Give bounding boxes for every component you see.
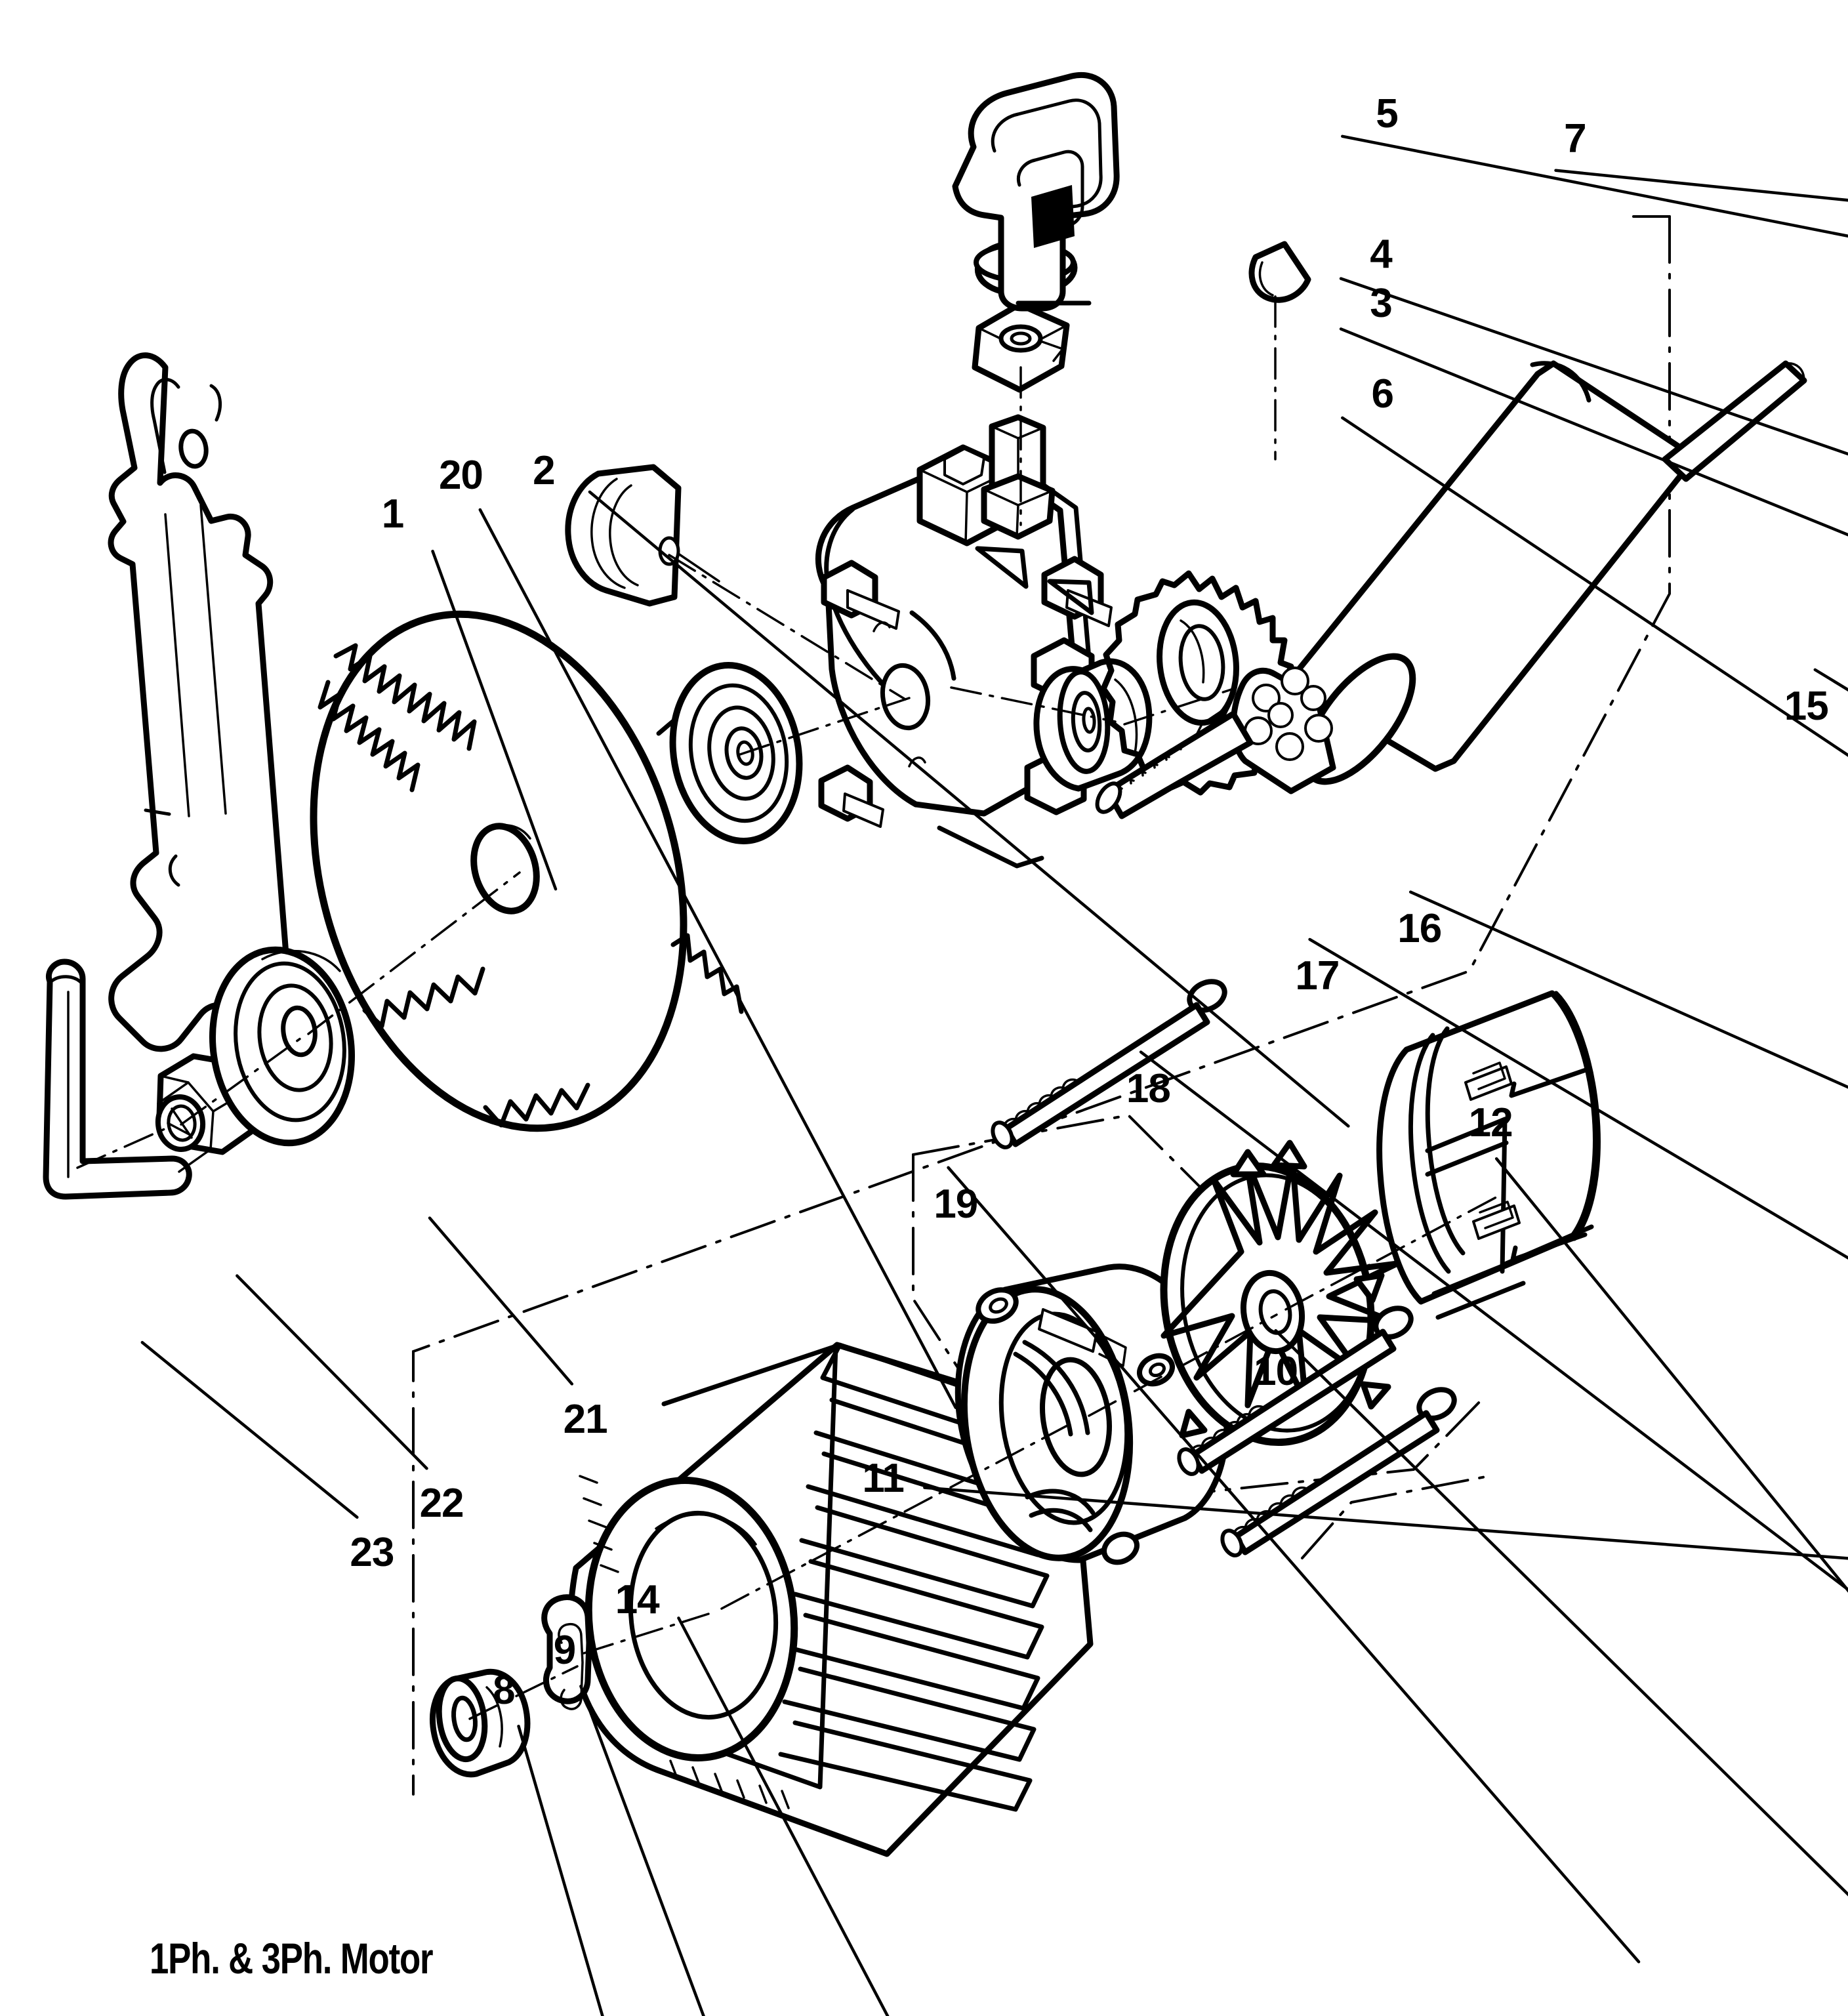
bolt-thread-2 (1189, 1405, 1266, 1458)
assembly-centrelines (76, 295, 1504, 1720)
part-through-bolt-3 (1220, 1387, 1457, 1557)
stator-front-teeth (579, 1475, 790, 1809)
leader-line-woodruff-key (1554, 169, 1848, 202)
callout-number-through-bolt: 10 (1254, 1349, 1298, 1395)
callout-number-clamping-lever: 5 (1376, 91, 1398, 136)
callout-number-blade-flange: 19 (934, 1182, 978, 1227)
part-ball-bearing (1033, 658, 1153, 792)
part-bushing (430, 1668, 531, 1778)
callout-number-armature: 15 (1784, 684, 1829, 730)
part-motor-shell (1376, 990, 1601, 1320)
callout-number-stator: 14 (615, 1577, 660, 1623)
bolt-thread-1 (1002, 1078, 1080, 1131)
callout-number-knob: 2 (533, 448, 555, 494)
leader-line-square-lock-nut (1339, 327, 1848, 537)
callout-number-allen-key: 23 (350, 1530, 394, 1575)
leader-line-cooling-fan (1494, 1157, 1848, 1593)
callout-leader-lines (140, 134, 1848, 2016)
leader-line-allen-key (140, 1341, 359, 1519)
leader-line-end-bell (923, 1486, 1848, 1560)
part-allen-key (43, 958, 192, 1200)
callout-number-gear-housing: 18 (1126, 1066, 1171, 1112)
callout-number-square-lock-nut: 3 (1370, 281, 1392, 326)
leader-line-stator (677, 1616, 890, 2016)
leader-line-star-lock-washer (1408, 890, 1848, 1089)
part-through-bolt-1 (991, 979, 1227, 1149)
part-wrench (108, 352, 297, 1052)
callout-number-bushing: 8 (493, 1668, 515, 1714)
callout-number-woodruff-key: 7 (1564, 116, 1586, 162)
callout-number-flat-washer: 4 (1370, 232, 1392, 278)
part-armature (1095, 360, 1807, 819)
callout-number-end-bell: 11 (862, 1456, 905, 1502)
leader-line-knob (588, 490, 1350, 1128)
part-blade-flange (669, 662, 803, 844)
part-clamping-lever (952, 72, 1120, 312)
callout-number-ball-bearing: 17 (1295, 953, 1340, 999)
callout-number-hex-bolt: 6 (1371, 371, 1394, 417)
leader-line-blade-flange (947, 1166, 1641, 1964)
leader-line-gear-housing (1139, 1050, 1848, 1592)
leader-line-hex-bolt (1341, 416, 1848, 757)
callout-number-cooling-fan: 12 (1468, 1100, 1513, 1146)
leader-line-retaining-clip (579, 1685, 705, 2016)
leader-line-through-bolt (1274, 1328, 1848, 1897)
callout-number-star-lock-washer: 16 (1397, 906, 1442, 952)
leader-line-saw-blade (478, 508, 958, 1409)
commutator-segments (1244, 667, 1333, 761)
leader-line-wrench (431, 549, 558, 891)
part-stator (567, 1342, 1094, 1857)
leader-line-outer-flange-washer (428, 1216, 574, 1386)
part-square-lock-nut (972, 301, 1070, 393)
leader-line-flat-washer (1339, 277, 1848, 456)
part-through-bolt-2 (1177, 1306, 1414, 1476)
callout-number-wrench: 1 (381, 491, 404, 537)
callout-number-retaining-clip: 9 (553, 1628, 576, 1674)
leader-line-clamping-lever (1341, 134, 1848, 238)
diagram-caption: 1Ph. & 3Ph. Motor (150, 1934, 434, 1983)
part-retaining-clip (541, 1594, 592, 1710)
callout-number-saw-blade: 20 (438, 453, 483, 498)
part-star-lock-washer (1100, 570, 1296, 796)
part-gear-housing (815, 444, 1113, 869)
leader-line-ball-bearing (1308, 937, 1848, 1260)
leader-line-armature (1813, 668, 1848, 692)
leader-line-hex-nut (236, 1274, 428, 1470)
part-woodruff-key (1248, 241, 1311, 303)
motor-shell-slots (1464, 1061, 1521, 1240)
callout-number-hex-nut: 22 (419, 1481, 464, 1527)
part-hex-bolt (981, 414, 1056, 540)
part-outer-flange-washer (209, 946, 355, 1147)
callout-number-outer-flange-washer: 21 (563, 1396, 608, 1442)
part-knob (565, 464, 720, 607)
